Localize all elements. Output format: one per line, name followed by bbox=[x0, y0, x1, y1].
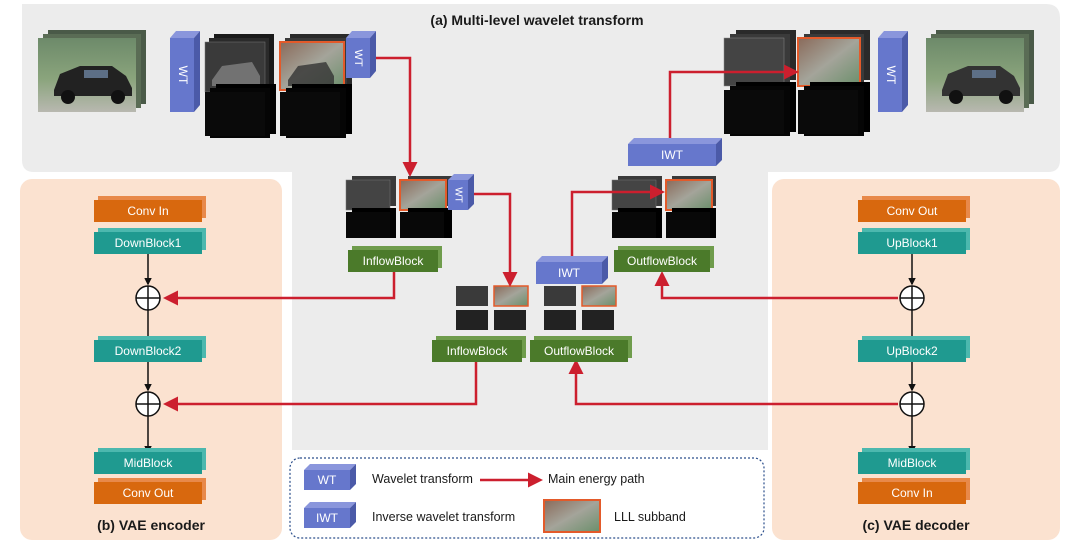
car-photo-icon bbox=[54, 66, 132, 104]
car-photo-icon bbox=[942, 66, 1020, 104]
decoder-upblock1: UpBlock1 bbox=[858, 232, 966, 254]
decoder-title: (c) VAE decoder bbox=[862, 517, 970, 533]
inflow-block-2: InflowBlock bbox=[432, 340, 522, 362]
subband-frames-level1 bbox=[204, 34, 352, 138]
iwt-label: IWT bbox=[661, 148, 684, 162]
legend-lll-icon bbox=[543, 499, 601, 533]
outflow-block-2: OutflowBlock bbox=[530, 340, 628, 362]
encoder-downblock1: DownBlock1 bbox=[94, 232, 202, 254]
outflow-block-1: OutflowBlock bbox=[614, 250, 710, 272]
wt-block-right: WT bbox=[878, 31, 908, 112]
wt-label: WT bbox=[452, 187, 463, 203]
output-video-stack bbox=[926, 30, 1034, 112]
wt-block-2: WT bbox=[346, 31, 376, 78]
output-subband-frames bbox=[723, 30, 870, 136]
plus-circle-icon bbox=[899, 391, 925, 417]
arrow-icon bbox=[376, 56, 418, 177]
subband-frames-level3-right bbox=[544, 285, 617, 330]
encoder-midblock: MidBlock bbox=[94, 452, 202, 474]
decoder-upblock2: UpBlock2 bbox=[858, 340, 966, 362]
iwt-block-top: IWT bbox=[628, 138, 722, 166]
encoder-downblock2: DownBlock2 bbox=[94, 340, 202, 362]
legend-iwt-text: Inverse wavelet transform bbox=[372, 510, 516, 524]
wt-block-1: WT bbox=[170, 31, 200, 112]
decoder-conv-out-block: Conv Out bbox=[858, 200, 966, 222]
encoder-conv-out-block: Conv Out bbox=[94, 482, 202, 504]
arrow-icon bbox=[568, 359, 898, 406]
subband-frames-level3-left bbox=[456, 285, 529, 330]
arrow-icon bbox=[668, 64, 799, 138]
legend-iwt-box bbox=[304, 502, 356, 528]
subband-frames-level2 bbox=[345, 176, 452, 238]
plus-circle-icon bbox=[899, 285, 925, 311]
plus-circle-icon bbox=[135, 285, 161, 311]
iwt-label: IWT bbox=[558, 266, 581, 280]
legend-wt-label: WT bbox=[317, 473, 337, 487]
encoder-title: (b) VAE encoder bbox=[97, 517, 205, 533]
energy-paths bbox=[163, 56, 898, 412]
wt-label: WT bbox=[352, 49, 364, 66]
iwt-block-mid: IWT bbox=[536, 256, 608, 284]
wavelet-title: (a) Multi-level wavelet transform bbox=[430, 12, 644, 28]
decoder-conv-in-block: Conv In bbox=[858, 482, 966, 504]
wt-label: WT bbox=[884, 66, 898, 85]
plus-circle-icon bbox=[135, 391, 161, 417]
arrow-icon bbox=[163, 362, 478, 412]
legend-wt-box bbox=[304, 464, 356, 490]
legend-box bbox=[289, 457, 765, 539]
arrow-icon bbox=[163, 272, 396, 306]
legend-lll-text: LLL subband bbox=[614, 510, 686, 524]
decoder-midblock: MidBlock bbox=[858, 452, 966, 474]
inflow-block-1: InflowBlock bbox=[348, 250, 438, 272]
wt-block-3: WT bbox=[448, 174, 474, 210]
arrow-icon bbox=[654, 271, 898, 300]
arrow-icon bbox=[570, 184, 665, 256]
encoder-conv-in-block: Conv In bbox=[94, 200, 202, 222]
legend-path-text: Main energy path bbox=[548, 472, 645, 486]
legend-wt-text: Wavelet transform bbox=[372, 472, 473, 486]
wt-label: WT bbox=[176, 66, 190, 85]
legend-iwt-label: IWT bbox=[316, 511, 338, 525]
arrow-icon bbox=[474, 192, 518, 287]
input-video-stack bbox=[38, 30, 146, 112]
